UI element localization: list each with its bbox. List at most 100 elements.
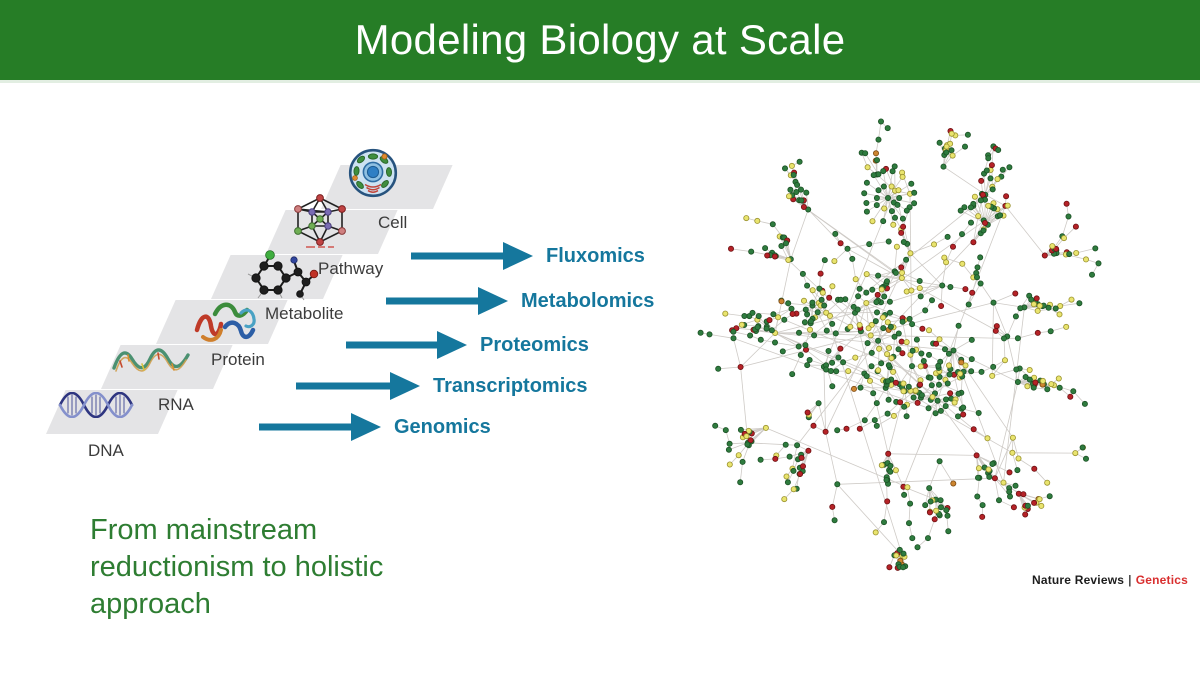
network-node — [989, 372, 996, 379]
network-node — [929, 393, 936, 400]
network-node — [995, 497, 1002, 504]
network-node — [855, 293, 862, 300]
dna-icon — [57, 392, 137, 418]
network-node — [1015, 455, 1022, 462]
network-node — [914, 399, 921, 406]
network-node — [873, 299, 880, 306]
network-node — [833, 368, 840, 375]
network-node — [892, 467, 899, 474]
network-node — [1031, 465, 1038, 472]
network-node — [802, 306, 809, 313]
network-node — [834, 481, 841, 488]
network-node — [868, 349, 875, 356]
tile-label-metabolite: Metabolite — [265, 304, 344, 323]
network-node — [785, 300, 792, 307]
network-edge — [866, 273, 887, 284]
network-node — [875, 367, 882, 374]
network-node — [1047, 328, 1054, 335]
network-node — [840, 359, 847, 366]
network-node — [908, 287, 915, 294]
network-node — [939, 282, 946, 289]
network-node — [960, 411, 967, 418]
network-node — [864, 340, 871, 347]
network-edge — [1006, 316, 1017, 337]
network-edge — [1003, 307, 1025, 483]
network-edge — [775, 312, 856, 334]
network-node — [801, 297, 808, 304]
network-node — [844, 245, 851, 252]
network-node — [970, 426, 977, 433]
network-node — [1014, 335, 1021, 342]
network-node — [898, 338, 905, 345]
network-edge — [812, 305, 879, 342]
network-node — [1063, 200, 1070, 207]
network-node — [970, 239, 977, 246]
network-edge — [1005, 205, 1046, 256]
network-node — [891, 333, 898, 340]
network-edge — [790, 209, 809, 260]
network-node — [789, 310, 796, 317]
network-node — [899, 173, 906, 180]
network-node — [875, 337, 882, 344]
network-edge — [980, 283, 994, 303]
network-node — [965, 301, 972, 308]
network-node — [981, 220, 988, 227]
network-node — [1073, 249, 1080, 256]
network-node — [794, 181, 801, 188]
network-node — [888, 355, 895, 362]
network-node — [790, 467, 797, 474]
network-node — [898, 274, 905, 281]
network-node — [880, 519, 887, 526]
network-node — [873, 400, 880, 407]
network-node — [804, 282, 811, 289]
network-node — [783, 473, 790, 480]
network-edge — [973, 216, 979, 243]
network-node — [778, 242, 785, 249]
network-node — [737, 479, 744, 486]
network-node — [730, 328, 737, 335]
network-node — [878, 360, 885, 367]
network-node — [941, 346, 948, 353]
network-node — [831, 258, 838, 265]
network-node — [1009, 449, 1016, 456]
network-edge — [1076, 248, 1096, 254]
network-edge — [908, 366, 913, 387]
network-node — [893, 243, 900, 250]
network-edge — [807, 209, 841, 244]
network-edge — [1003, 338, 1006, 361]
network-node — [807, 318, 814, 325]
network-node — [968, 336, 975, 343]
network-node — [885, 344, 892, 351]
network-node — [1012, 313, 1019, 320]
network-node — [892, 269, 899, 276]
network-node — [967, 219, 974, 226]
network-node — [1030, 301, 1037, 308]
network-node — [961, 143, 968, 150]
network-node — [936, 139, 943, 146]
network-node — [741, 312, 748, 319]
network-node — [911, 189, 918, 196]
network-node — [883, 476, 890, 483]
network-node — [977, 280, 984, 287]
network-node — [762, 424, 769, 431]
network-node — [832, 230, 839, 237]
network-node — [784, 479, 791, 486]
network-node — [1070, 388, 1077, 395]
network-edge — [953, 325, 959, 351]
network-node — [814, 309, 821, 316]
network-node — [1046, 493, 1053, 500]
network-node — [964, 131, 971, 138]
network-node — [977, 254, 984, 261]
network-node — [786, 453, 793, 460]
network-node — [796, 329, 803, 336]
network-edge — [984, 169, 991, 195]
network-edge — [953, 350, 955, 375]
network-node — [872, 529, 879, 536]
network-node — [861, 417, 868, 424]
network-node — [850, 385, 857, 392]
network-node — [986, 473, 993, 480]
network-edge — [872, 197, 889, 222]
network-node — [1076, 300, 1083, 307]
network-node — [1072, 450, 1079, 457]
network-node — [768, 327, 775, 334]
